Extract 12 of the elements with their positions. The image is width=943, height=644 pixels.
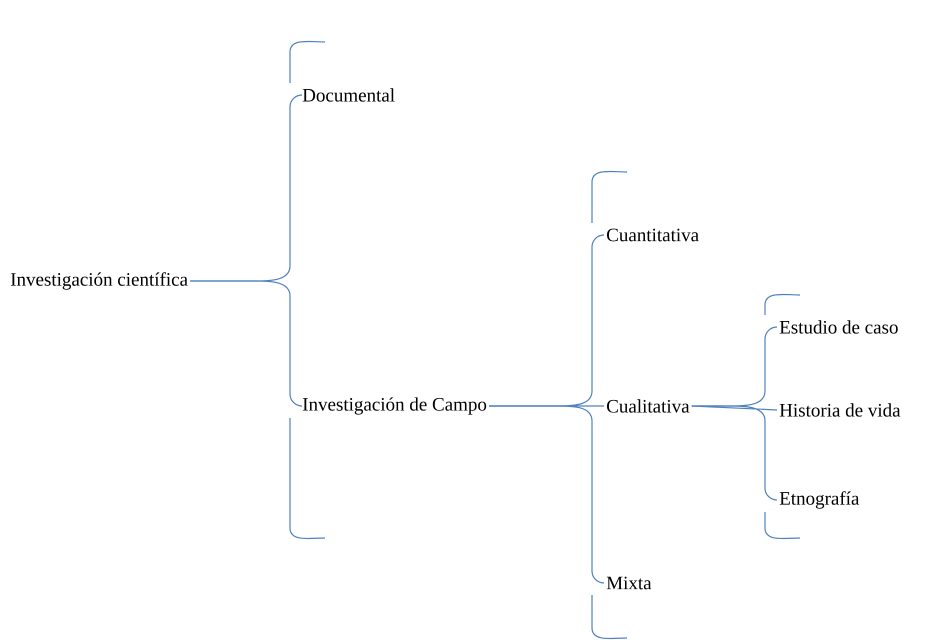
node-label: Mixta <box>606 576 652 590</box>
brace-line <box>190 280 303 407</box>
node-label: Etnografía <box>780 491 860 509</box>
node-label: Cualitativa <box>607 399 690 413</box>
node-label: Documental <box>302 88 395 102</box>
node-label: Investigación de Campo <box>302 397 486 415</box>
brace-line <box>692 405 778 501</box>
node-label: Cuantitativa <box>607 228 699 242</box>
node-label: Historia de vida <box>780 403 900 417</box>
node-label: Estudio de caso <box>780 320 898 334</box>
node-label: Investigación científica <box>10 272 188 290</box>
brace-line <box>489 405 604 584</box>
